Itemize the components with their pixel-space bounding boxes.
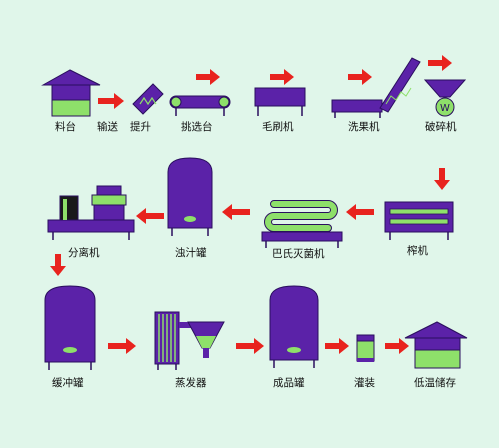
label-crusher: 破碎机 bbox=[425, 121, 457, 133]
label-evaporator: 蒸发器 bbox=[175, 377, 207, 389]
label-buffer-tank: 缓冲罐 bbox=[52, 377, 84, 389]
buffer-tank-icon bbox=[44, 285, 96, 370]
fruit-washer-icon bbox=[331, 57, 421, 118]
evaporator-icon bbox=[154, 311, 225, 370]
arrow-left-icon bbox=[222, 204, 250, 220]
label-cold-storage: 低温储存 bbox=[414, 377, 456, 389]
label-cloudy-juice-tank: 浊汁罐 bbox=[175, 247, 207, 259]
arrow-left-icon bbox=[346, 204, 374, 220]
sorting-table-icon bbox=[169, 95, 231, 116]
product-tank-icon bbox=[269, 285, 319, 368]
cold-storage-icon bbox=[404, 321, 468, 369]
feed-table-icon bbox=[41, 69, 101, 117]
pasteurizer-icon bbox=[261, 200, 343, 248]
arrow-down-icon bbox=[434, 168, 450, 190]
label-sorting-table: 挑选台 bbox=[181, 121, 213, 133]
label-feed-table: 料台 bbox=[55, 121, 76, 133]
arrow-icon bbox=[325, 338, 349, 354]
cloudy-juice-tank-icon bbox=[167, 157, 213, 236]
label-fruit-washer: 洗果机 bbox=[348, 121, 380, 133]
label-juice-press: 榨机 bbox=[407, 245, 428, 257]
brush-washer-icon bbox=[254, 87, 306, 116]
filling-icon bbox=[356, 334, 375, 362]
crusher-symbol: W bbox=[440, 103, 450, 114]
arrow-icon bbox=[428, 55, 452, 71]
label-filling: 灌装 bbox=[354, 377, 375, 389]
arrow-left-icon bbox=[136, 208, 164, 224]
label-product-tank: 成品罐 bbox=[273, 377, 305, 389]
arrow-icon bbox=[108, 338, 136, 354]
arrow-icon bbox=[236, 338, 264, 354]
arrow-icon bbox=[196, 69, 220, 85]
arrow-icon bbox=[348, 69, 372, 85]
elevator-icon bbox=[132, 83, 164, 115]
arrow-icon bbox=[270, 69, 294, 85]
label-elevating: 提升 bbox=[130, 121, 151, 133]
juice-press-icon bbox=[384, 201, 454, 240]
label-brush-washer: 毛刷机 bbox=[262, 121, 294, 133]
arrow-icon bbox=[385, 338, 409, 354]
arrow-down-icon bbox=[50, 254, 66, 276]
label-separator: 分离机 bbox=[68, 247, 100, 259]
arrow-icon bbox=[98, 93, 124, 109]
crusher-icon: W bbox=[423, 79, 467, 117]
label-pasteurizer: 巴氏灭菌机 bbox=[272, 248, 325, 260]
separator-icon bbox=[47, 185, 135, 240]
label-conveying: 输送 bbox=[97, 121, 118, 133]
